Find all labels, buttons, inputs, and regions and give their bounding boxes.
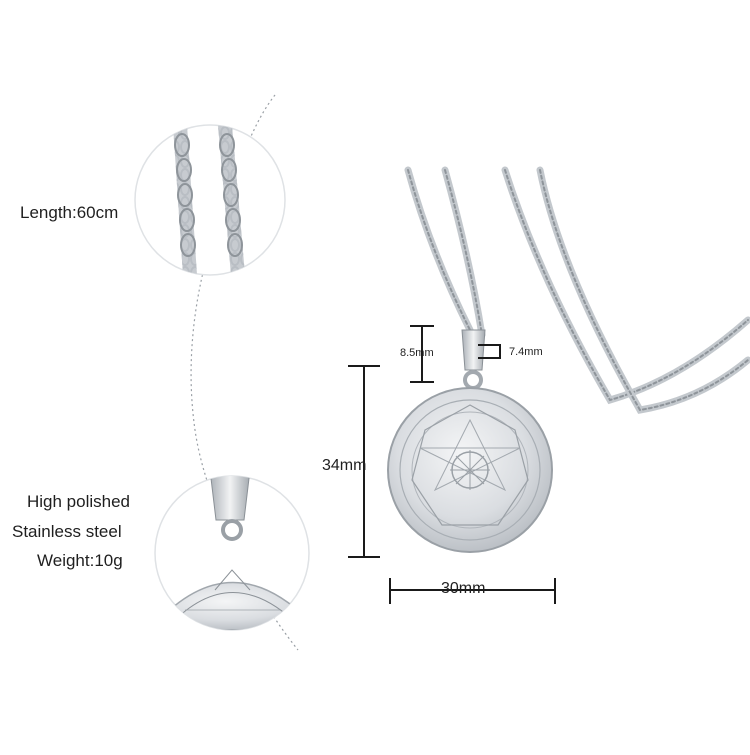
pendant-height-dimension: 34mm	[322, 457, 367, 474]
finish-label: High polished	[27, 492, 131, 511]
pendant-width-dimension: 30mm	[441, 580, 486, 597]
chain-icon	[173, 125, 245, 275]
weight-label: Weight:10g	[37, 551, 123, 570]
length-label: Length:60cm	[20, 203, 119, 222]
bail-width-dimension: 7.4mm	[509, 346, 543, 358]
bail-detail-zoom	[154, 475, 310, 631]
pendant-icon	[387, 329, 553, 553]
bail-height-dimension: 8.5mm	[400, 347, 434, 359]
main-chain	[404, 166, 750, 414]
bail-icon	[209, 476, 251, 541]
material-label: Stainless steel	[12, 522, 122, 541]
chain-detail-zoom	[134, 124, 286, 276]
dimension-lines	[348, 325, 556, 604]
